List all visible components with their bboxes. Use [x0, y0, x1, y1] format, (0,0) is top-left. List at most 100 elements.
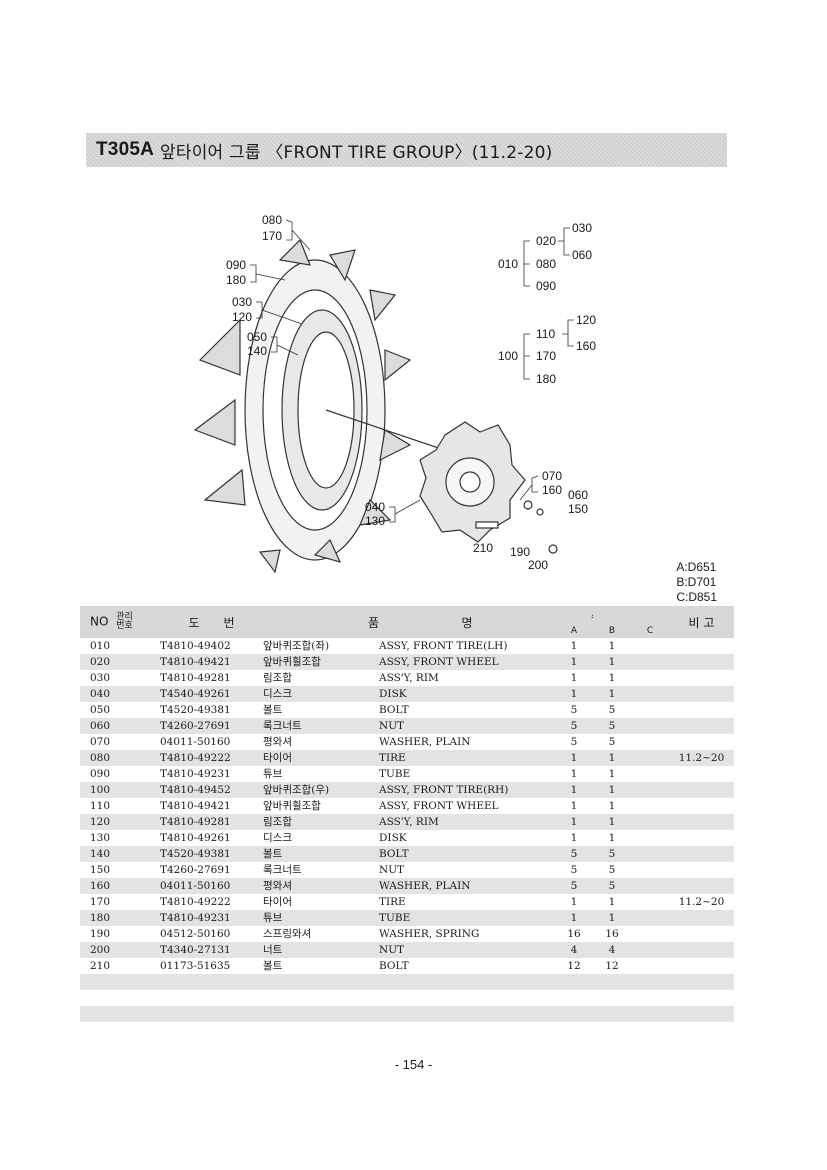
cell-en: DISK [379, 686, 555, 702]
page-number: - 154 - [394, 1057, 433, 1072]
cell-pn: T4810-49222 [160, 750, 263, 766]
callout-170: 170 [262, 229, 282, 243]
cell-en: BOLT [379, 846, 555, 862]
cell-pn: T4810-49421 [160, 654, 263, 670]
cell-no: 180 [80, 910, 160, 926]
tree1-080: 080 [536, 257, 556, 271]
cell-pn: T4520-49381 [160, 704, 231, 716]
cell-en: ASSY, FRONT TIRE(RH) [379, 782, 555, 798]
cell-rm [669, 638, 734, 654]
cell-kr: 튜브 [263, 910, 379, 926]
cell-kr: 스프링와셔 [263, 928, 312, 940]
cell-rm: 11.2~20 [669, 750, 734, 766]
cell-no: 030 [90, 672, 111, 684]
cell-b: 1 [593, 782, 631, 798]
callout-200: 200 [528, 558, 548, 572]
cell-b: 1 [608, 768, 616, 780]
cell-rm [669, 862, 734, 878]
blank-cell [80, 1006, 734, 1022]
cell-a: 1 [570, 672, 578, 684]
header-remarks: 비 고 [669, 606, 734, 638]
cell-kr: 앞바퀴조합(좌) [263, 640, 330, 652]
cell-a: 5 [570, 736, 578, 748]
callout-060: 060 [568, 488, 588, 502]
cell-a: 5 [555, 718, 593, 734]
cell-no: 070 [90, 736, 111, 748]
tire-illustration [193, 238, 481, 574]
cell-rm [669, 670, 734, 686]
cell-rm [669, 846, 734, 862]
cell-no: 170 [90, 896, 111, 908]
cell-b: 1 [593, 654, 631, 670]
cell-a: 4 [555, 942, 593, 958]
cell-kr: 평와셔 [263, 736, 292, 748]
cell-b: 1 [593, 814, 631, 830]
callout-130: 130 [365, 514, 385, 528]
cell-no: 020 [80, 654, 160, 670]
cell-b: 1 [593, 910, 631, 926]
cell-kr: 너트 [263, 942, 379, 958]
cell-c [631, 654, 669, 670]
callout-070: 070 [542, 469, 562, 483]
cell-en: BOLT [379, 704, 409, 716]
cell-c [631, 942, 669, 958]
callout-190: 190 [510, 545, 530, 559]
cell-a: 1 [555, 782, 593, 798]
cell-rm: 11.2~20 [678, 896, 725, 908]
callout-120: 120 [232, 310, 252, 324]
cell-a: 1 [570, 800, 578, 812]
cell-en: WASHER, PLAIN [379, 736, 471, 748]
cell-no: 110 [90, 800, 111, 812]
callout-030: 030 [232, 295, 252, 309]
table-blank-row [80, 1006, 734, 1022]
header-b: B [608, 626, 616, 636]
tree2-160: 160 [576, 339, 596, 353]
cell-rm [669, 766, 734, 782]
cell-b: 5 [608, 736, 616, 748]
cell-no: 160 [80, 878, 160, 894]
cell-rm [669, 910, 734, 926]
cell-kr: 디스크 [263, 686, 379, 702]
cell-pn: 04512-50160 [160, 928, 231, 940]
cell-c [631, 734, 669, 750]
cell-b: 5 [593, 846, 631, 862]
cell-no: 040 [80, 686, 160, 702]
tree2-root: 100 [498, 349, 518, 363]
callout-050: 050 [247, 330, 267, 344]
cell-en: NUT [379, 942, 555, 958]
callout-140: 140 [247, 344, 267, 358]
callout-150: 150 [568, 502, 588, 516]
cell-b: 5 [593, 718, 631, 734]
cell-no: 190 [90, 928, 111, 940]
cell-rm [669, 798, 734, 814]
cell-en: TIRE [379, 896, 406, 908]
cell-a: 1 [555, 686, 593, 702]
cell-en: TUBE [379, 768, 411, 780]
cell-no: 200 [80, 942, 160, 958]
cell-a: 1 [570, 640, 578, 652]
model-c: C:D851 [676, 590, 717, 604]
cell-c [631, 782, 669, 798]
cell-c [631, 958, 669, 974]
model-b: B:D701 [676, 575, 717, 589]
cell-a: 1 [570, 768, 578, 780]
cell-kr: 앞바퀴조합(우) [263, 782, 379, 798]
cell-c [631, 750, 669, 766]
cell-kr: 록크너트 [263, 864, 302, 876]
cell-pn: T4540-49261 [160, 686, 263, 702]
cell-c [631, 910, 669, 926]
cell-kr: 림조합 [263, 672, 292, 684]
cell-pn: T4810-49281 [160, 672, 231, 684]
cell-en: NUT [379, 864, 405, 876]
cell-pn: T4810-49231 [160, 910, 263, 926]
header-name-en: 명 [379, 606, 555, 638]
cell-en: ASS'Y, RIM [379, 814, 555, 830]
cell-pn: T4810-49452 [160, 782, 263, 798]
